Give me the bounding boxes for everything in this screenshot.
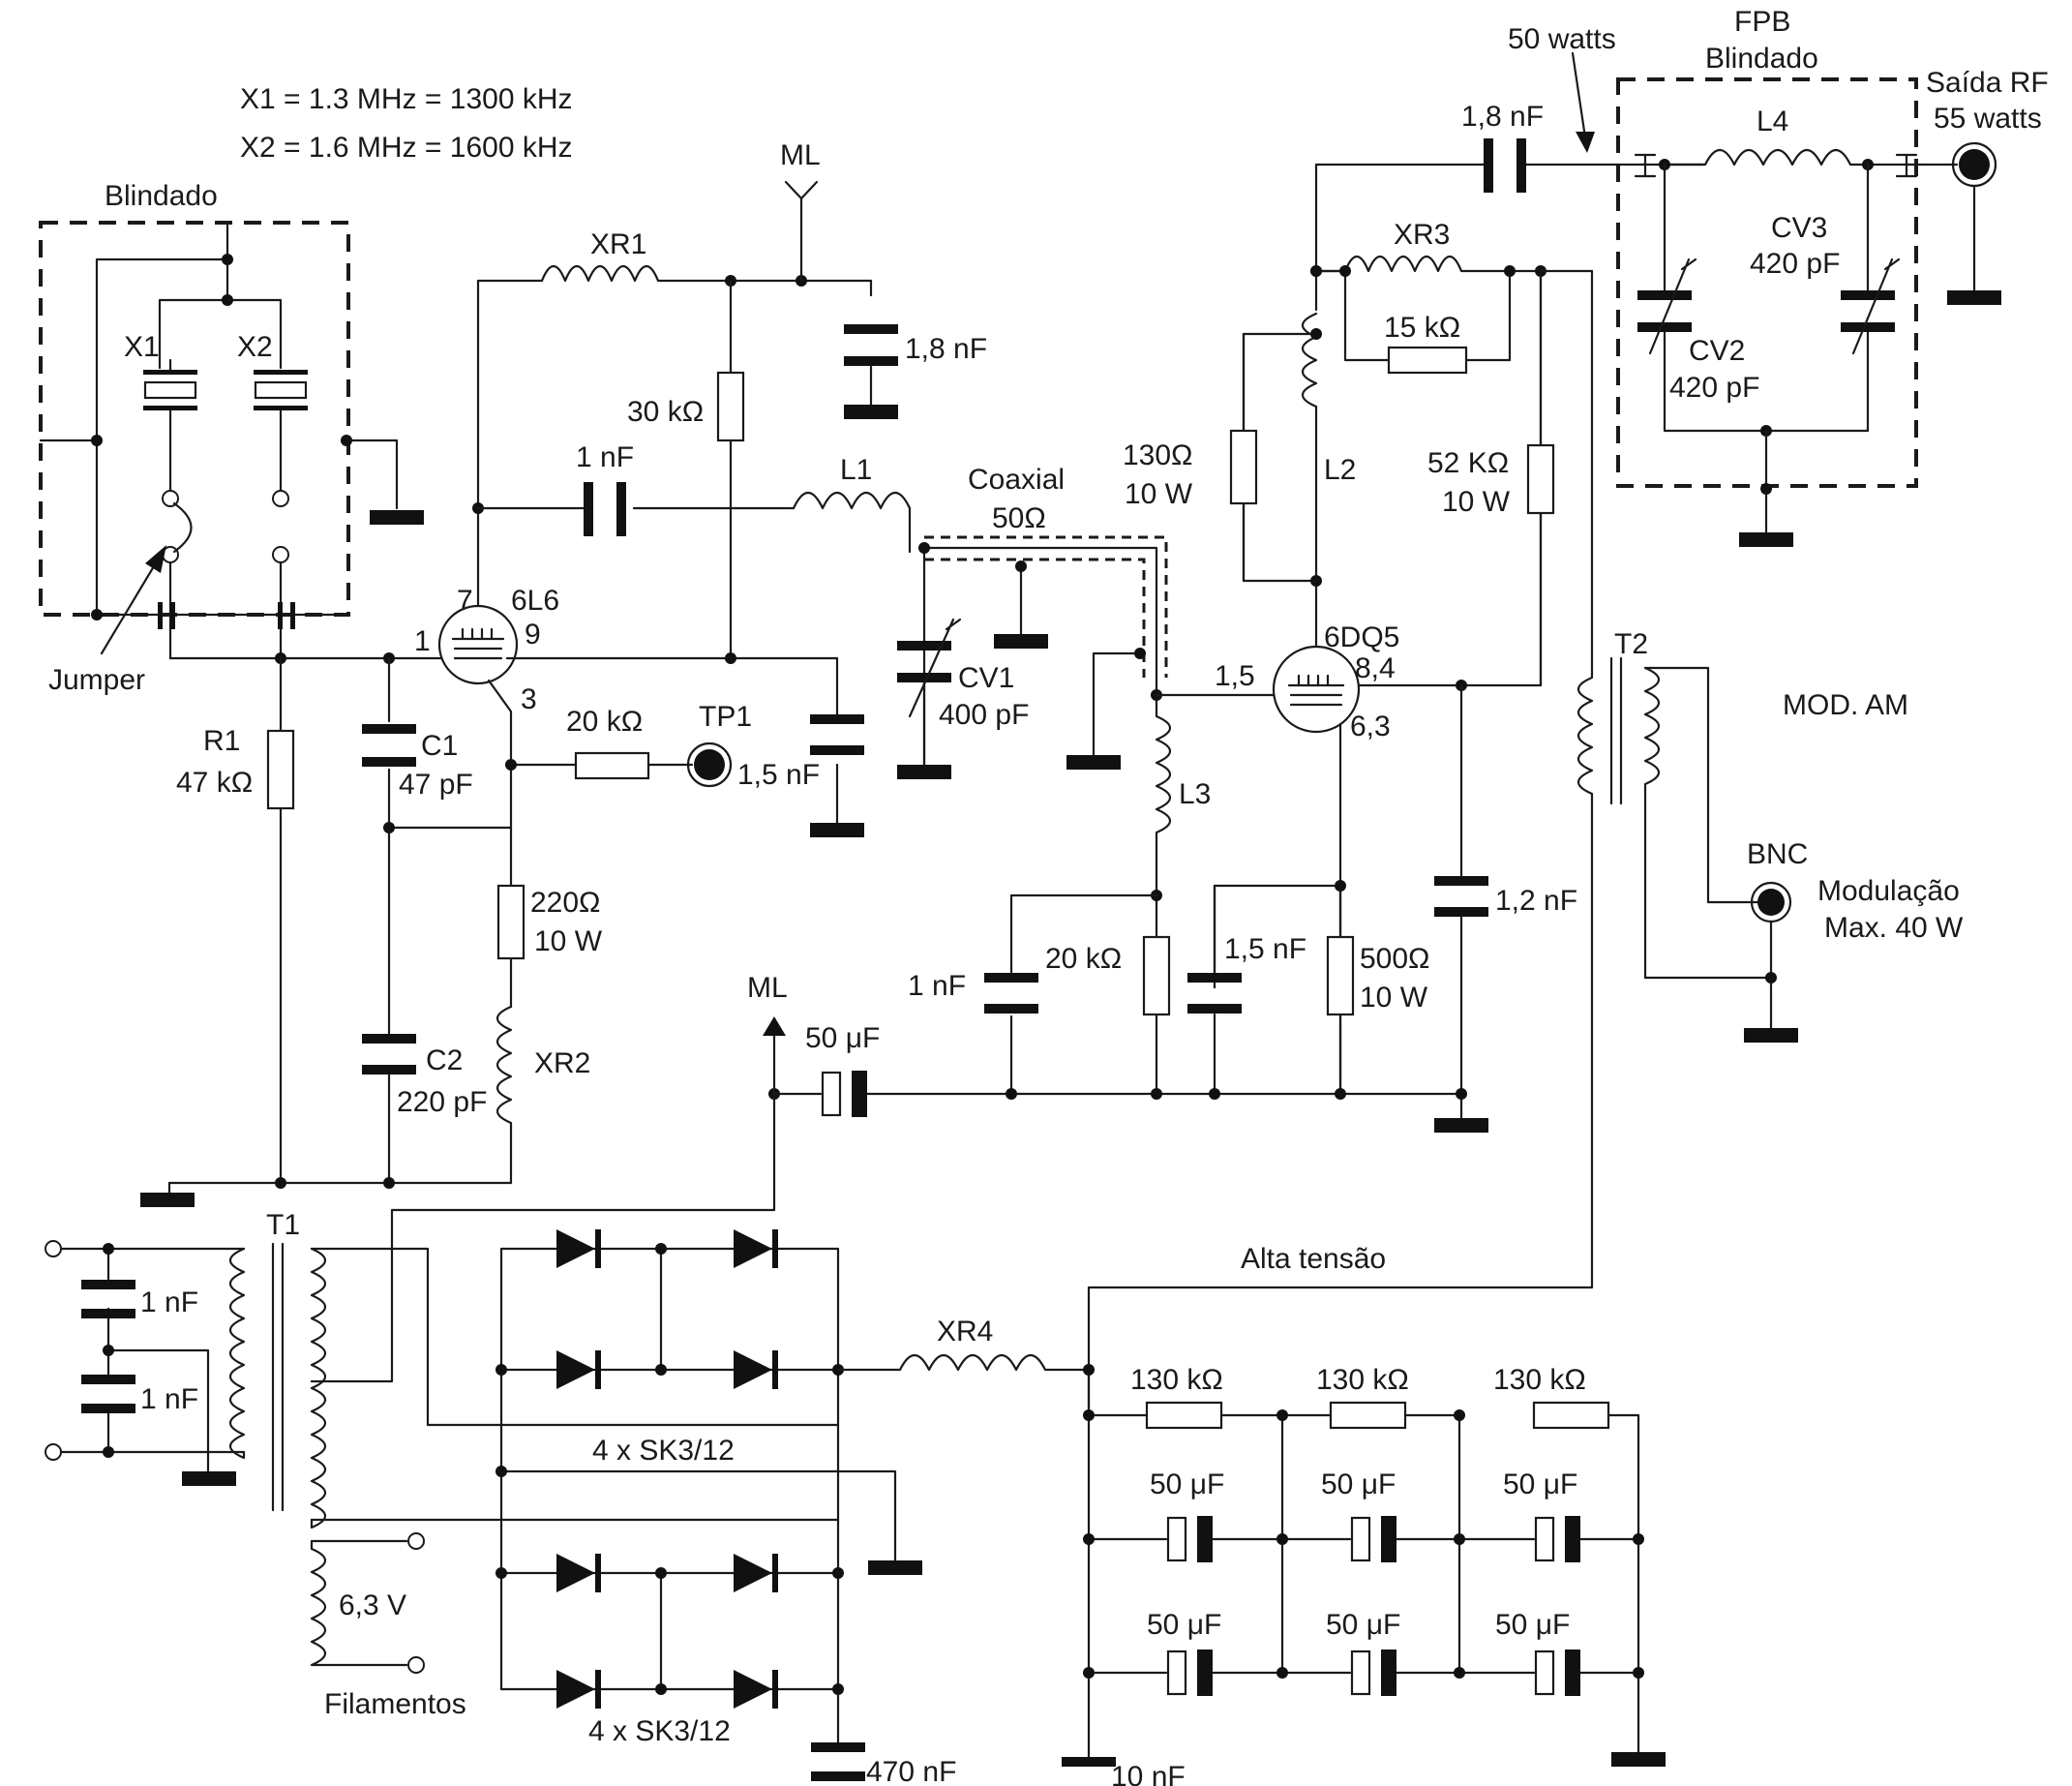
r-52k-w-label: 10 W xyxy=(1442,486,1511,518)
x2-frequency-text: X2 = 1.6 MHz = 1600 kHz xyxy=(240,132,573,164)
c50-row1-3-label: 50 μF xyxy=(1503,1468,1577,1500)
alta-tensao-label: Alta tensão xyxy=(1241,1243,1386,1275)
r-130k-3-label: 130 kΩ xyxy=(1493,1364,1586,1396)
pin7-label: 7 xyxy=(457,585,473,617)
blindado-label: Blindado xyxy=(105,180,218,212)
r1-value-label: 47 kΩ xyxy=(176,767,253,799)
x1-frequency-text: X1 = 1.3 MHz = 1300 kHz xyxy=(240,83,573,115)
cv2-value-label: 420 pF xyxy=(1669,372,1759,404)
x1-label: X1 xyxy=(124,331,160,363)
tube-6l6-label: 6L6 xyxy=(511,585,559,617)
oscillator-stage xyxy=(140,180,912,1207)
r-30k-label: 30 kΩ xyxy=(627,396,704,428)
r-52k-label: 52 KΩ xyxy=(1427,447,1509,479)
cv1-label: CV1 xyxy=(958,662,1014,694)
c50-row1-1-label: 50 μF xyxy=(1150,1468,1224,1500)
cv3-label: CV3 xyxy=(1771,212,1827,244)
c-1-5nf-a-label: 1,5 nF xyxy=(737,759,820,791)
tube-6dq5-label: 6DQ5 xyxy=(1324,621,1399,653)
watts50-label: 50 watts xyxy=(1508,23,1616,55)
crystal-shield-box xyxy=(39,221,424,660)
sk-bottom-label: 4 x SK3/12 xyxy=(588,1715,731,1747)
c-1nf-top-label: 1 nF xyxy=(576,441,634,473)
cv2-label: CV2 xyxy=(1689,335,1745,367)
mod-am-label: MOD. AM xyxy=(1783,689,1908,721)
v63-label: 6,3 V xyxy=(339,1589,406,1621)
c-470nf-label: 470 nF xyxy=(866,1756,956,1786)
pin3-label: 3 xyxy=(521,683,537,715)
r-130-w-label: 10 W xyxy=(1125,478,1193,510)
power-supply xyxy=(45,1208,1666,1781)
l2-label: L2 xyxy=(1324,454,1356,486)
c50-row2-1-label: 50 μF xyxy=(1147,1609,1221,1641)
pin9-label: 9 xyxy=(525,619,541,651)
pin84-label: 8,4 xyxy=(1355,652,1396,684)
r-500-label: 500Ω xyxy=(1360,943,1429,975)
c2-label: C2 xyxy=(426,1044,463,1076)
r-130k-2-label: 130 kΩ xyxy=(1316,1364,1409,1396)
coax-impedance-label: 50Ω xyxy=(992,502,1046,534)
c2-value-label: 220 pF xyxy=(397,1086,487,1118)
r1-label: R1 xyxy=(203,725,240,757)
c-1-5nf-b-label: 1,5 nF xyxy=(1224,933,1306,965)
c-1nf-a-label: 1 nF xyxy=(140,1287,198,1318)
max40-label: Max. 40 W xyxy=(1824,912,1964,944)
t2-label: T2 xyxy=(1614,628,1648,660)
filamentos-label: Filamentos xyxy=(324,1688,466,1720)
xr2-label: XR2 xyxy=(534,1047,590,1079)
modulacao-label: Modulação xyxy=(1817,875,1960,907)
saida-rf-label: Saída RF xyxy=(1926,67,2049,99)
cv1-value-label: 400 pF xyxy=(939,699,1029,731)
c-50uf-mid-label: 50 μF xyxy=(805,1022,880,1054)
c-10nf-label: 10 nF xyxy=(1111,1761,1186,1786)
c50-row2-2-label: 50 μF xyxy=(1326,1609,1400,1641)
t1-label: T1 xyxy=(266,1209,300,1241)
cv3-value-label: 420 pF xyxy=(1750,248,1840,280)
c-1-2nf-label: 1,2 nF xyxy=(1495,885,1577,917)
amplifier-stage xyxy=(743,138,1798,1410)
c50-row2-3-label: 50 μF xyxy=(1495,1609,1570,1641)
l1-label: L1 xyxy=(840,454,872,486)
c-1-8nf-out-label: 1,8 nF xyxy=(1461,101,1544,133)
ml-top-label: ML xyxy=(780,139,821,171)
l3-label: L3 xyxy=(1179,778,1211,810)
c-1nf-mid-label: 1 nF xyxy=(908,970,966,1002)
r-130k-1-label: 130 kΩ xyxy=(1130,1364,1223,1396)
coax-matching-section xyxy=(897,535,1279,897)
pin63-label: 6,3 xyxy=(1350,711,1391,742)
r-130-label: 130Ω xyxy=(1123,439,1192,471)
xr3-label: XR3 xyxy=(1394,219,1450,251)
r-220-label: 220Ω xyxy=(530,887,600,919)
sk-top-label: 4 x SK3/12 xyxy=(592,1435,735,1467)
r-15k-label: 15 kΩ xyxy=(1384,312,1460,344)
output-filter xyxy=(1571,51,2001,547)
fpb-label: FPB xyxy=(1734,6,1790,38)
saida-watts-label: 55 watts xyxy=(1934,103,2042,135)
r-220-w-label: 10 W xyxy=(534,925,603,957)
c1-label: C1 xyxy=(421,730,458,762)
r-500-w-label: 10 W xyxy=(1360,982,1428,1014)
l4-label: L4 xyxy=(1757,106,1788,137)
coaxial-label: Coaxial xyxy=(968,464,1065,496)
ml-mid-label: ML xyxy=(747,972,788,1004)
xr1-label: XR1 xyxy=(590,228,646,260)
c-1nf-b-label: 1 nF xyxy=(140,1383,198,1415)
c50-row1-2-label: 50 μF xyxy=(1321,1468,1396,1500)
jumper-label: Jumper xyxy=(48,664,145,696)
r-20k-tp-label: 20 kΩ xyxy=(566,706,643,738)
fpb-blindado-label: Blindado xyxy=(1705,43,1818,75)
c1-value-label: 47 pF xyxy=(399,769,473,801)
c-1-8nf-label: 1,8 nF xyxy=(905,333,987,365)
tp1-label: TP1 xyxy=(699,701,752,733)
r-20k-mid-label: 20 kΩ xyxy=(1045,943,1122,975)
x2-label: X2 xyxy=(237,331,273,363)
bnc-label: BNC xyxy=(1747,838,1808,870)
xr4-label: XR4 xyxy=(937,1316,993,1347)
pin1-label: 1 xyxy=(414,625,431,657)
pin15-label: 1,5 xyxy=(1215,660,1255,692)
